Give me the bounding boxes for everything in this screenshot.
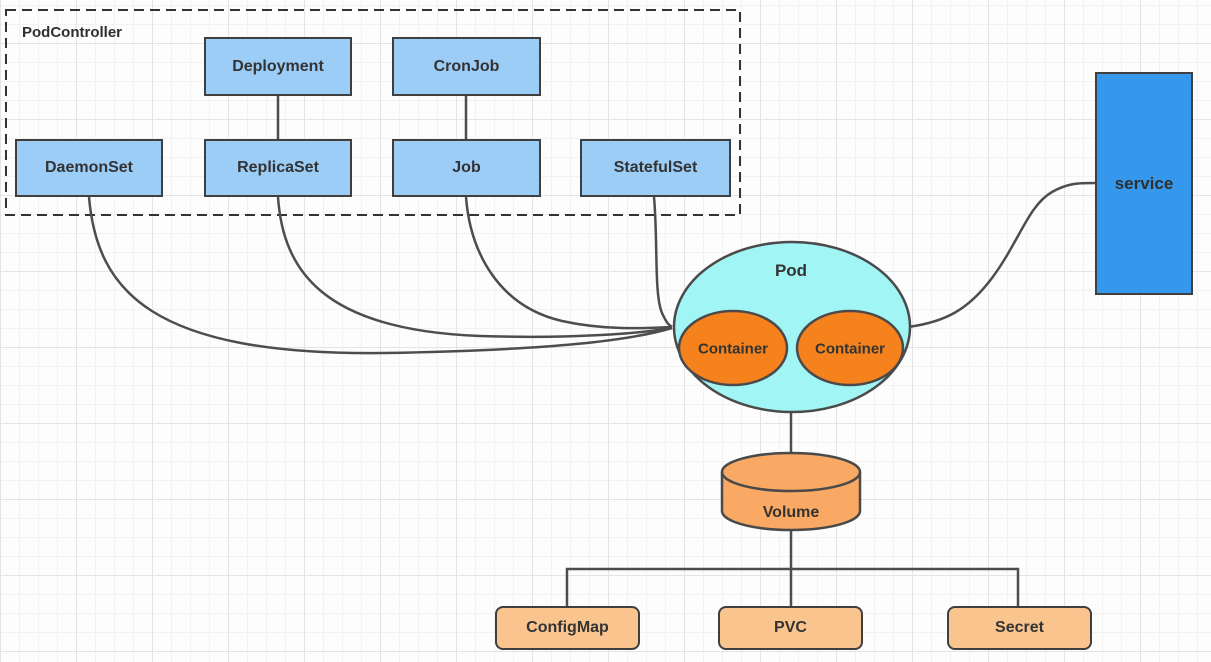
edge-replicaset-pod [276, 196, 673, 339]
cronjob-label: CronJob [433, 57, 500, 75]
statefulset-label: StatefulSet [613, 159, 698, 176]
podcontroller-group-label: PodController [22, 24, 122, 41]
pvc-label: PVC [774, 619, 807, 636]
configmap-label: ConfigMap [526, 619, 609, 636]
edge-daemonset-pod [87, 196, 673, 355]
deployment-label: Deployment [232, 57, 324, 75]
edge-volume-configmap-secret [565, 567, 1020, 606]
container-1-label: Container [697, 340, 769, 358]
container-2-label: Container [814, 340, 886, 358]
edge-job-pod [464, 196, 673, 330]
node-pvc[interactable]: PVC [718, 606, 863, 650]
job-label: Job [452, 159, 481, 176]
edge-statefulset-pod [652, 196, 673, 329]
node-cronjob[interactable]: CronJob [392, 37, 541, 96]
replicaset-label: ReplicaSet [237, 159, 319, 176]
edge-pod-service [907, 181, 1096, 329]
container-1-ellipse[interactable] [677, 309, 789, 387]
node-replicaset[interactable]: ReplicaSet [204, 139, 352, 197]
node-configmap[interactable]: ConfigMap [495, 606, 640, 650]
node-job[interactable]: Job [392, 139, 541, 197]
node-statefulset[interactable]: StatefulSet [580, 139, 731, 197]
pod-label: Pod [774, 261, 808, 280]
node-deployment[interactable]: Deployment [204, 37, 352, 96]
volume-label: Volume [762, 504, 820, 521]
podcontroller-group-border[interactable] [5, 9, 741, 216]
node-daemonset[interactable]: DaemonSet [15, 139, 163, 197]
node-service[interactable]: service [1095, 72, 1193, 295]
secret-label: Secret [995, 619, 1044, 636]
node-secret[interactable]: Secret [947, 606, 1092, 650]
daemonset-label: DaemonSet [44, 159, 134, 176]
container-2-ellipse[interactable] [795, 309, 905, 387]
service-label: service [1114, 173, 1174, 193]
volume-cylinder-seam [720, 471, 862, 493]
